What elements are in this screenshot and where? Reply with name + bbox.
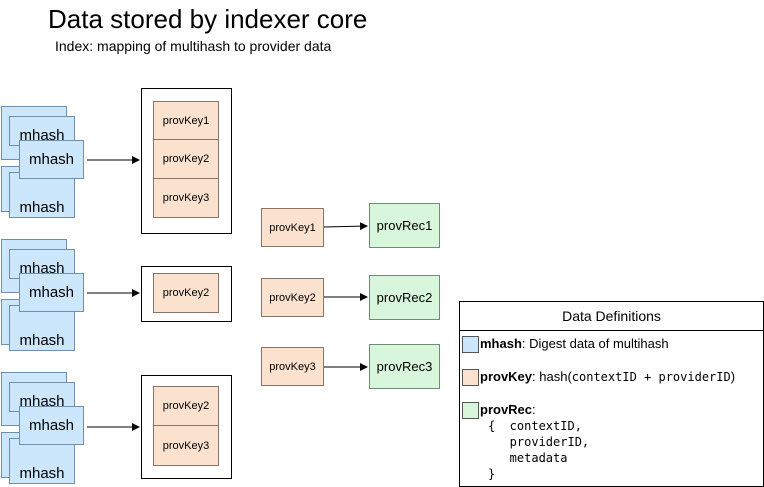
multihash-label: mhash xyxy=(19,127,65,144)
multihash-label: mhash xyxy=(28,283,75,301)
multihash-label: mhash xyxy=(28,150,75,168)
index-entry-provkey: provKey3 xyxy=(153,425,219,466)
definition-desc: : xyxy=(532,402,536,417)
definition-provrec: provRec: xyxy=(480,402,536,417)
mapping-provkey: provKey1 xyxy=(261,208,324,247)
page-subtitle: Index: mapping of multihash to provider … xyxy=(55,38,332,54)
mapping-provkey: provKey3 xyxy=(261,347,324,386)
mapping-provkey: provKey2 xyxy=(261,278,324,317)
index-entry-provkey: provKey2 xyxy=(153,273,219,313)
multihash-label: mhash xyxy=(19,393,65,410)
provrec-code-block: { contextID, providerID, metadata } xyxy=(488,419,590,481)
index-entry-provkey: provKey1 xyxy=(153,101,219,140)
definition-term: provRec xyxy=(480,402,533,417)
multihash-card-front: mhash xyxy=(19,406,84,445)
multihash-card-front: mhash xyxy=(19,273,84,312)
page-title: Data stored by indexer core xyxy=(48,4,368,34)
multihash-card: mhash xyxy=(9,438,75,484)
index-entry-provkey: provKey2 xyxy=(153,139,219,179)
multihash-card: mhash xyxy=(9,305,75,351)
multihash-card-front: mhash xyxy=(19,140,84,179)
provkey-swatch xyxy=(462,369,479,386)
multihash-label: mhash xyxy=(19,465,65,482)
multihash-label: mhash xyxy=(19,332,65,349)
definition-provkey: provKey: hash(contextID + providerID) xyxy=(480,369,735,384)
provrec-swatch xyxy=(462,402,479,419)
multihash-label: mhash xyxy=(19,260,65,277)
definition-desc: ) xyxy=(730,369,736,384)
index-entry-provkey: provKey2 xyxy=(153,386,219,426)
data-definitions-title: Data Definitions xyxy=(460,302,763,331)
definition-desc: : Digest data of multihash xyxy=(521,336,669,351)
mapping-provrec: provRec1 xyxy=(369,203,440,248)
mapping-provrec: provRec2 xyxy=(369,275,440,320)
definition-mhash: mhash: Digest data of multihash xyxy=(480,336,669,351)
multihash-card: mhash xyxy=(9,172,75,218)
definition-term: provKey xyxy=(480,369,533,384)
multihash-label: mhash xyxy=(19,199,65,216)
data-definitions-panel: Data Definitions mhash: Digest data of m… xyxy=(459,301,764,487)
mhash-swatch xyxy=(462,336,479,353)
definition-desc: : hash( xyxy=(532,369,572,384)
definition-term: mhash xyxy=(480,336,522,351)
multihash-label: mhash xyxy=(28,416,75,434)
arrow-provkey1-to-provrec1 xyxy=(323,222,368,231)
mapping-provrec: provRec3 xyxy=(369,344,440,389)
index-entry-provkey: provKey3 xyxy=(153,178,219,218)
definition-code: contextID + providerID xyxy=(571,370,731,384)
